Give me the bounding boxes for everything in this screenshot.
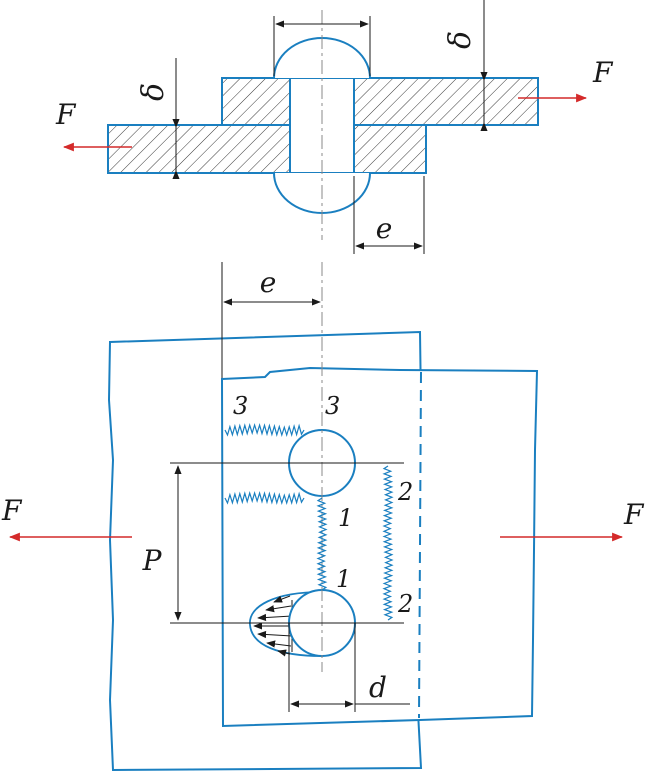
hidden-plate-edge xyxy=(418,371,422,719)
section-view: δ δ e F F xyxy=(55,0,614,254)
pitch-label: P xyxy=(142,544,163,577)
fracture-label-1-bottom: 1 xyxy=(336,565,351,593)
edge-dimension-section: e xyxy=(353,176,425,254)
lower-plate xyxy=(107,124,427,174)
fracture-label-2-top: 2 xyxy=(397,478,413,506)
edge-label-section: e xyxy=(376,212,393,245)
fracture-line-3 xyxy=(224,422,305,438)
force-arrow-left-plan: F xyxy=(1,494,132,542)
fracture-label-3-right: 3 xyxy=(325,392,340,420)
force-label-left-top: F xyxy=(55,98,77,131)
diameter-label: d xyxy=(369,671,387,704)
force-arrow-right-top: F xyxy=(518,56,614,103)
force-label-right-top: F xyxy=(592,56,614,89)
upper-thickness-dimension: δ xyxy=(443,0,488,132)
plan-view: e P d 3 3 1 1 2 2 F F xyxy=(1,262,645,771)
force-arrow-right-plan: F xyxy=(500,498,645,542)
edge-dimension-plan: e xyxy=(221,262,321,378)
fracture-lines xyxy=(224,422,394,621)
upper-plate xyxy=(221,77,539,126)
fracture-label-2-bottom: 2 xyxy=(397,590,413,618)
lower-thickness-dimension: δ xyxy=(136,58,180,180)
diameter-dimension: d xyxy=(288,623,410,712)
force-arrow-left-top: F xyxy=(55,98,132,152)
fracture-label-3-left: 3 xyxy=(233,392,248,420)
fracture-label-1-top: 1 xyxy=(338,504,353,532)
head-width-dimension xyxy=(273,16,371,76)
fracture-line-1 xyxy=(316,497,328,591)
force-label-left-plan: F xyxy=(1,494,23,527)
edge-label-plan: e xyxy=(260,266,277,299)
thickness-label-upper: δ xyxy=(443,31,478,49)
thickness-label-lower: δ xyxy=(136,83,171,101)
pitch-dimension: P xyxy=(142,462,404,624)
fracture-line-2-horizontal xyxy=(224,490,305,506)
fracture-line-2-vertical xyxy=(382,465,394,621)
force-label-right-plan: F xyxy=(623,498,645,531)
